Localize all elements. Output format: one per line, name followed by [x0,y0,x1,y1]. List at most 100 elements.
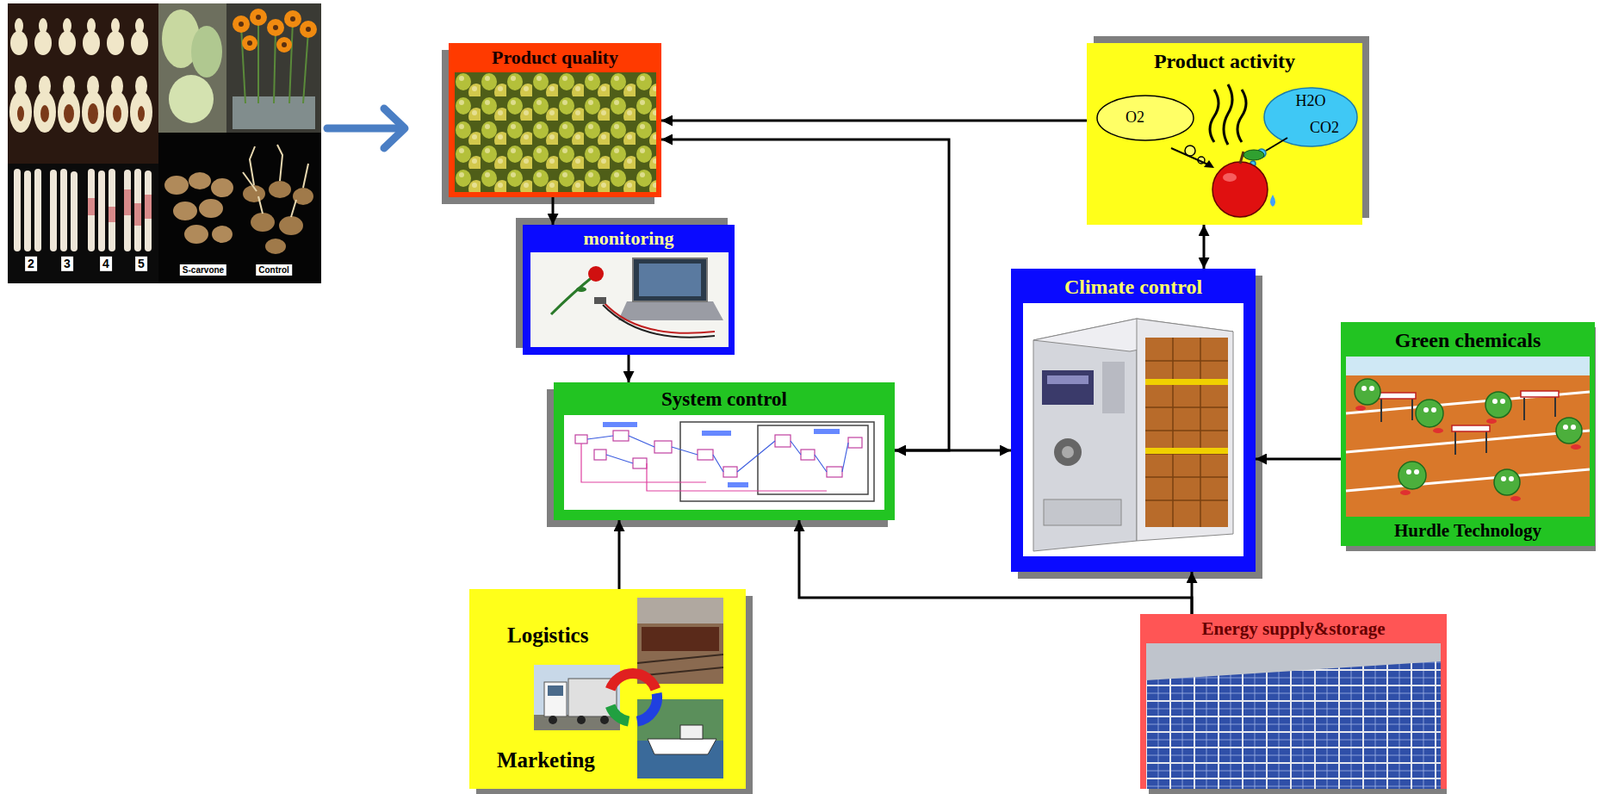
hurdle-cartoon [1431,407,1437,413]
flow-arrow [799,520,1192,614]
solar-picture [1146,643,1441,789]
product-photos [255,14,261,20]
monitoring-picture [522,224,735,355]
box-shadow [1017,275,1263,579]
box-title: Product quality [488,46,622,69]
hurdle-cartoon [1413,469,1420,475]
product-photos [81,91,105,133]
control-picture [826,466,843,478]
activity-picture [1209,84,1247,145]
climate-box: Climate control [1010,268,1256,572]
box-title: Energy supply&storage [1198,618,1390,639]
activity-picture [1086,43,1363,225]
sample-number: 5 [135,256,148,272]
control-picture [727,482,749,488]
hurdle-cartoon [1492,398,1498,404]
product-photos [33,91,56,133]
product-photos [17,105,25,122]
product-photos [249,8,267,26]
product-photos [303,163,309,188]
hurdle-cartoon [1345,356,1590,376]
hurdle-cartoon [1398,461,1427,490]
product-photos [87,198,95,216]
product-photos [305,26,311,32]
hurdle-cartoon [1369,385,1375,391]
container-picture [1023,303,1244,557]
activity-picture [1237,89,1247,143]
product-photos [87,103,99,125]
product-photos [266,18,285,37]
control-picture [813,428,840,435]
hurdle-cartoon [1381,394,1556,455]
product-photos [49,169,57,252]
product-photos [87,168,95,252]
gas-label: O2 [1125,109,1145,127]
control-picture [575,430,863,478]
hurdle-cartoon [1377,390,1559,432]
hurdle-cartoon [1345,391,1590,491]
monitoring-picture [602,304,715,338]
logistics-pictures [637,693,658,722]
product-photos [144,170,152,252]
container-picture [1061,446,1074,459]
quality-box: Product quality [448,43,662,198]
product-photos [7,3,322,284]
product-photos [112,105,122,123]
gas-label: CO2 [1309,119,1340,137]
monitoring-picture [618,301,724,321]
activity-picture [1265,137,1288,151]
product-photos [188,172,211,190]
activity-picture [1243,149,1265,161]
box-title: monitoring [579,227,677,249]
hurdle-cartoon [1423,407,1429,413]
container-picture [1145,447,1228,454]
hurdle-cartoon [1361,385,1367,391]
control-picture [581,435,849,491]
product-photos [299,20,317,38]
hurdle-cartoon [1355,405,1582,502]
box-shadow [441,36,1596,794]
control-picture [564,415,885,510]
sample-number: 3 [61,256,74,272]
product-photos [191,25,223,78]
hurdle-cartoon [1485,391,1512,418]
hurdle-cartoon [1510,496,1521,502]
product-photos [242,172,257,192]
label-anchor: 4 [99,255,112,272]
product-photos [87,189,152,226]
activity-picture [1240,151,1244,164]
activity-picture [1203,160,1215,168]
monitoring-picture [638,263,701,297]
product-photos [108,168,116,252]
product-photos [124,169,131,252]
hurdle-cartoon [1486,418,1497,424]
container-picture [1199,337,1202,528]
box-title: System control [657,388,791,411]
activity-picture [1097,95,1205,164]
logistics-pictures [544,682,567,717]
product-photos [272,24,279,31]
logistics-pictures [647,738,717,755]
control-picture [775,434,791,447]
logistics-pictures [533,664,621,731]
sample-tag: S-carvone [179,264,227,276]
container-picture [1136,318,1234,541]
control-picture [594,449,607,460]
monitoring-picture [594,297,607,304]
flow-arrow [627,354,631,383]
hurdle-cartoon [1485,428,1488,453]
container-picture [1145,429,1228,432]
container-picture [1145,476,1228,478]
product-photos [273,29,276,104]
product-photos [265,238,286,255]
sample-number: 4 [99,256,112,272]
logistics-pictures [548,715,609,725]
product-photos [13,168,152,252]
solar-picture [1146,661,1441,789]
control-picture [575,434,588,444]
hurdle-cartoon [1411,396,1414,421]
hurdle-cartoon [1340,322,1595,546]
control-picture [587,435,849,472]
